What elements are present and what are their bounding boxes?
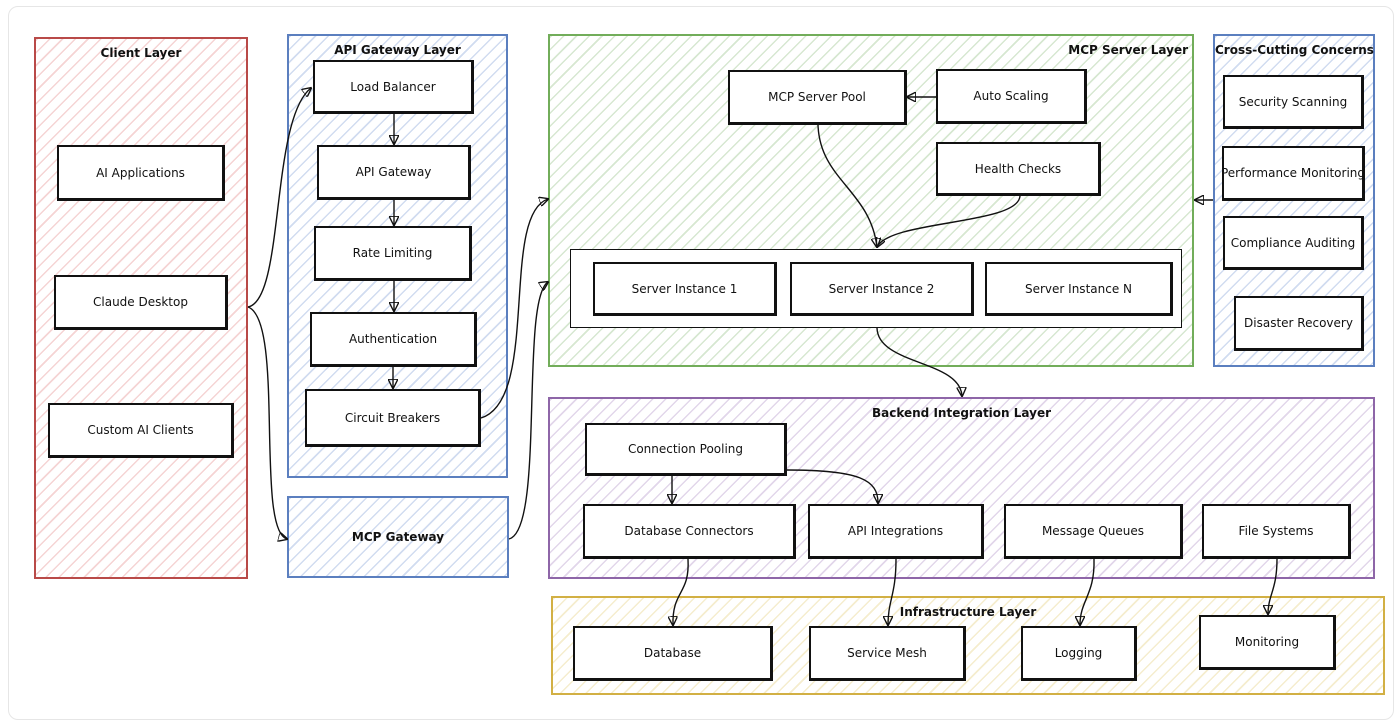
database-connectors-node[interactable]: Database Connectors (583, 504, 796, 559)
infrastructure-layer-title: Infrastructure Layer (899, 605, 1037, 619)
authentication-node[interactable]: Authentication (310, 312, 477, 367)
cross-cutting-layer-title: Cross-Cutting Concerns (1215, 43, 1374, 57)
claude-desktop-node[interactable]: Claude Desktop (54, 275, 228, 330)
server-instance-n-node[interactable]: Server Instance N (985, 262, 1173, 316)
server-instance-1-node[interactable]: Server Instance 1 (593, 262, 777, 316)
mcp-gateway-label[interactable]: MCP Gateway (351, 530, 445, 544)
connection-pooling-node[interactable]: Connection Pooling (585, 423, 787, 476)
mcp-server-layer-title: MCP Server Layer (1068, 43, 1188, 57)
security-scanning-node[interactable]: Security Scanning (1223, 75, 1364, 129)
load-balancer-node[interactable]: Load Balancer (313, 60, 474, 114)
rate-limiting-node[interactable]: Rate Limiting (314, 226, 472, 281)
compliance-auditing-node[interactable]: Compliance Auditing (1223, 216, 1364, 270)
logging-node[interactable]: Logging (1021, 626, 1137, 681)
monitoring-node[interactable]: Monitoring (1199, 615, 1336, 670)
performance-monitoring-node[interactable]: Performance Monitoring (1221, 146, 1365, 201)
api-integrations-node[interactable]: API Integrations (808, 504, 984, 559)
service-mesh-node[interactable]: Service Mesh (809, 626, 966, 681)
diagram-frame (8, 6, 1394, 720)
file-systems-node[interactable]: File Systems (1202, 504, 1351, 559)
custom-ai-clients-node[interactable]: Custom AI Clients (48, 403, 234, 458)
message-queues-node[interactable]: Message Queues (1004, 504, 1183, 559)
api-gateway-layer-title: API Gateway Layer (334, 43, 461, 57)
database-node[interactable]: Database (573, 626, 773, 681)
server-instance-2-node[interactable]: Server Instance 2 (790, 262, 974, 316)
auto-scaling-node[interactable]: Auto Scaling (936, 69, 1087, 124)
backend-integration-layer-title: Backend Integration Layer (871, 406, 1052, 420)
disaster-recovery-node[interactable]: Disaster Recovery (1234, 296, 1364, 351)
client-layer-title: Client Layer (100, 46, 182, 60)
health-checks-node[interactable]: Health Checks (936, 142, 1101, 196)
mcp-server-pool-node[interactable]: MCP Server Pool (728, 70, 907, 125)
api-gateway-node[interactable]: API Gateway (317, 145, 471, 200)
ai-applications-node[interactable]: AI Applications (57, 145, 225, 201)
circuit-breakers-node[interactable]: Circuit Breakers (305, 389, 481, 447)
